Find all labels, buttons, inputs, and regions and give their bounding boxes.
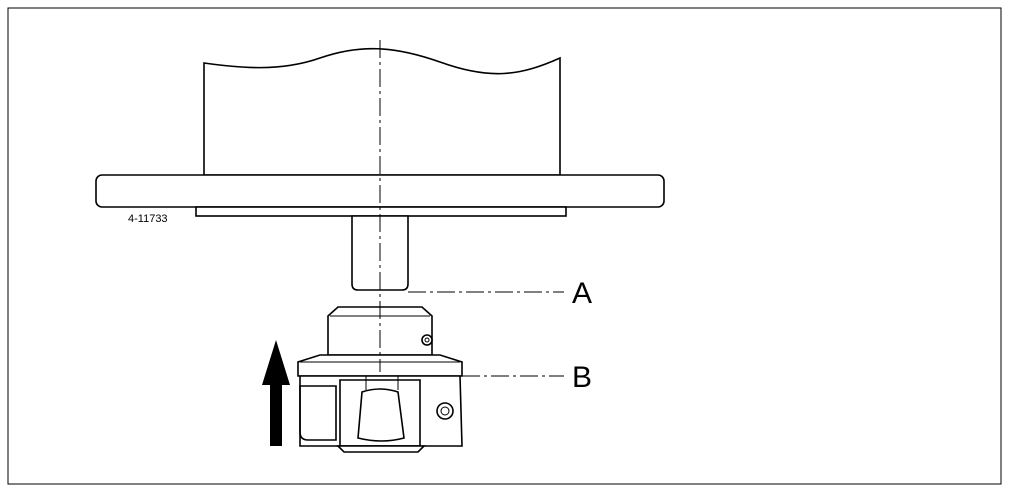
clamp-screw-socket <box>440 406 450 416</box>
arrow-up-icon <box>262 340 290 446</box>
figure-border <box>7 7 1002 485</box>
spindle-housing <box>203 47 561 176</box>
collar-screw <box>421 334 433 346</box>
collar-screw-hole <box>424 337 430 343</box>
clamp-base <box>336 445 426 453</box>
flange-lip <box>195 206 567 217</box>
clamp-screw <box>436 402 454 420</box>
label-b: B <box>572 361 592 394</box>
reference-number: 4-11733 <box>128 213 168 225</box>
clamp-left-jaw <box>299 385 337 441</box>
label-a: A <box>572 277 592 310</box>
clamp-insert <box>357 388 405 442</box>
